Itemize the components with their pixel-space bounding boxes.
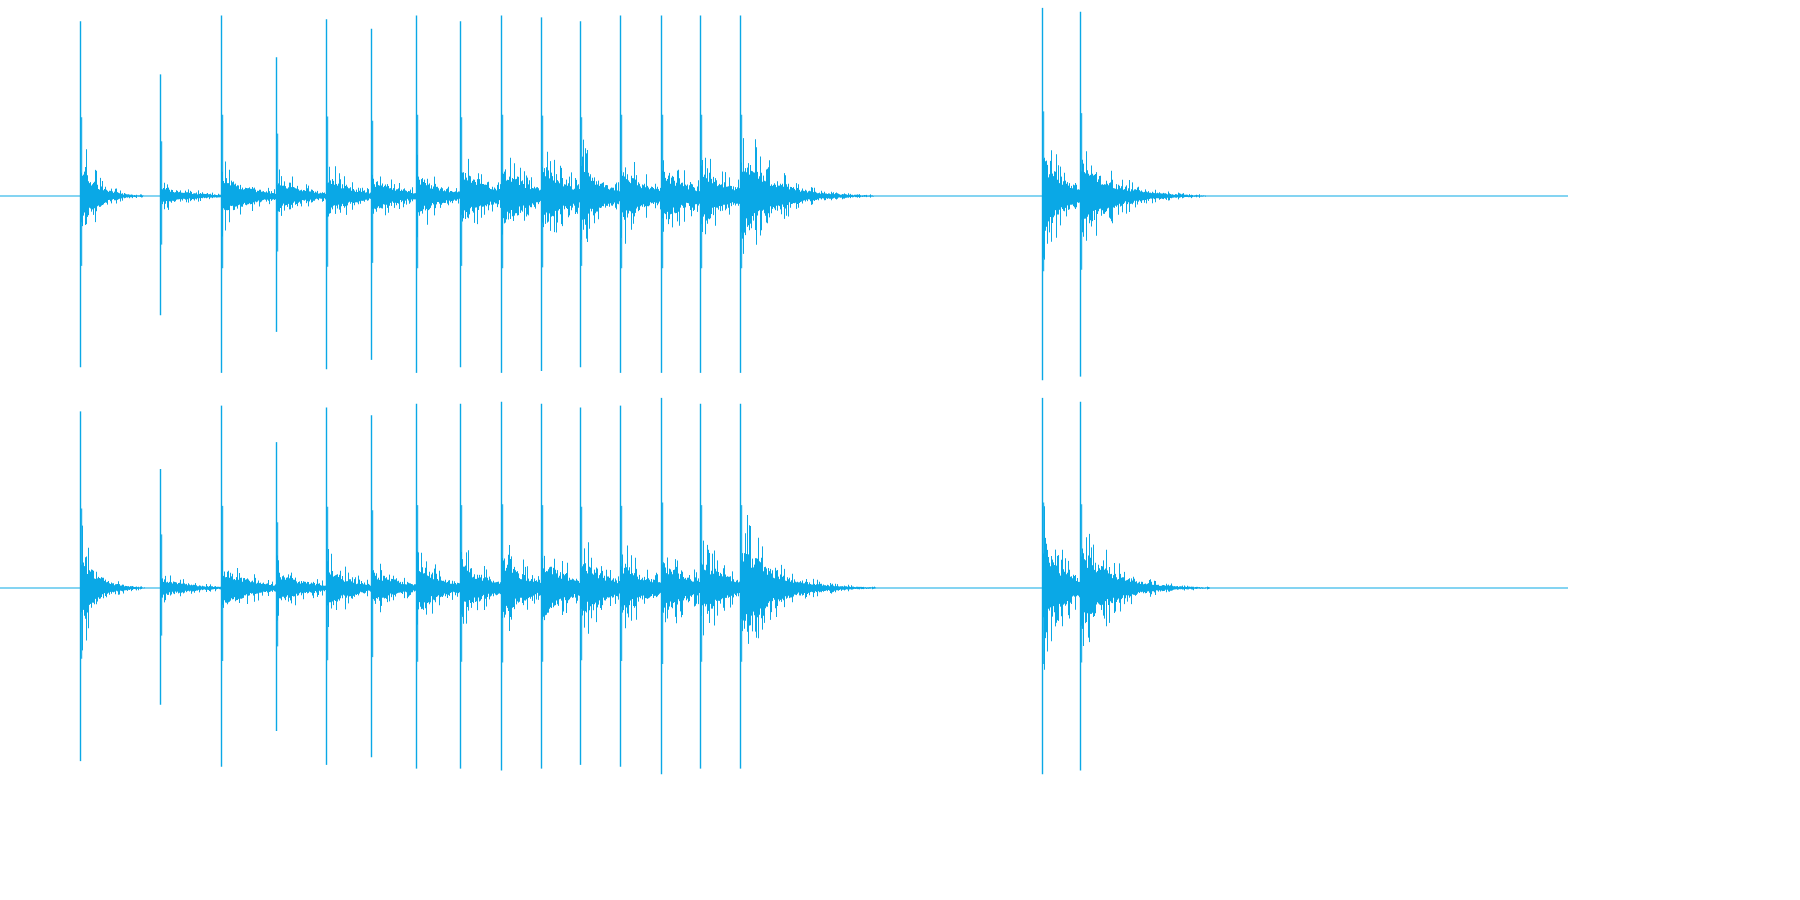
channel-top	[0, 7, 1568, 381]
channel-bottom	[0, 397, 1568, 775]
